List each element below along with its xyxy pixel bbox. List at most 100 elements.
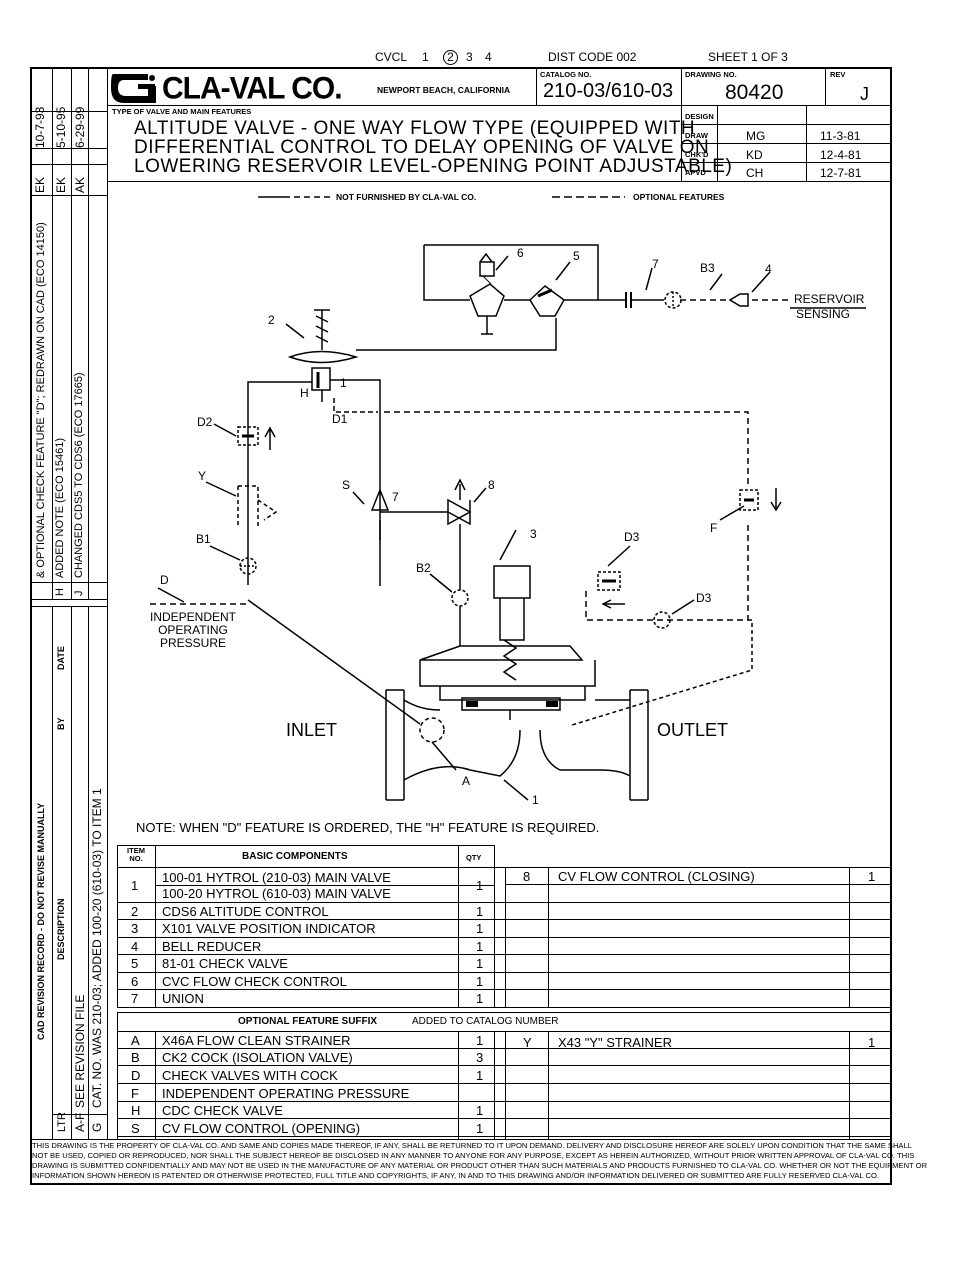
optional-row-suffix: S: [131, 1121, 140, 1136]
catalog-no: 210-03/610-03: [543, 80, 674, 102]
basic-row-qty: 1: [476, 991, 484, 1006]
flow-control-7-icon: [370, 487, 448, 540]
check-valve-d2-icon: [597, 571, 625, 609]
callout-h: F: [710, 521, 718, 535]
callout-b2: B2: [416, 561, 431, 575]
callout-d2: D3: [624, 530, 640, 544]
check-valve-5-icon: [529, 285, 565, 317]
basic-col-components: BASIC COMPONENTS: [242, 851, 348, 862]
cvcl-opt-4: 4: [485, 50, 492, 64]
callout-8: 8: [488, 478, 495, 492]
flow-check-control-6-icon: [469, 252, 505, 335]
callout-b3: B3: [700, 261, 715, 275]
independent-pressure-label: INDEPENDENT OPERATING PRESSURE: [149, 610, 236, 650]
disclaimer-line-3: DRAWING IS SUBMITTED CONFIDENTIALLY AND …: [32, 1161, 928, 1170]
basic-row-desc: 100-01 HYTROL (210-03) MAIN VALVE: [162, 870, 391, 885]
approval-chk-by: KD: [746, 148, 763, 162]
approval-chk-label: CHK'D: [685, 150, 709, 159]
callout-4: 4: [765, 262, 772, 276]
basic-row-item: 6: [131, 974, 139, 989]
basic-row-qty: 1: [476, 939, 484, 954]
optional-row-suffix: F: [131, 1086, 139, 1101]
callout-5: 5: [573, 249, 580, 263]
basic-right-qty: 1: [868, 869, 876, 884]
note-text: NOTE: WHEN "D" FEATURE IS ORDERED, THE "…: [136, 820, 600, 835]
callout-f: D: [160, 573, 169, 587]
title-line-1: ALTITUDE VALVE - ONE WAY FLOW TYPE (EQUI…: [134, 118, 696, 139]
approval-draw-date: 11-3-81: [820, 129, 861, 143]
cvcl-label: CVCL: [375, 50, 408, 64]
disclaimer-line-1: THIS DRAWING IS THE PROPERTY OF CLA-VAL …: [32, 1141, 912, 1150]
title-line-3: LOWERING RESERVOIR LEVEL-OPENING POINT A…: [134, 156, 733, 177]
rev-label: REV: [830, 70, 846, 79]
optional-row-desc: CV FLOW CONTROL (OPENING): [162, 1121, 361, 1136]
optional-row-suffix: D: [131, 1068, 141, 1083]
flow-control-8-icon: [447, 478, 472, 590]
basic-row-desc: CVC FLOW CHECK CONTROL: [162, 974, 347, 989]
outlet-label: OUTLET: [657, 720, 729, 740]
sensing-label: SENSING: [796, 307, 851, 321]
optional-row-desc: X46A FLOW CLEAN STRAINER: [162, 1033, 351, 1048]
basic-row-desc: X101 VALVE POSITION INDICATOR: [162, 921, 376, 936]
drawing-border: [30, 67, 892, 1185]
basic-row-item: 7: [131, 991, 139, 1006]
callout-a: A: [462, 774, 471, 788]
callout-2: 2: [268, 313, 275, 327]
callout-7: 7: [652, 257, 659, 271]
rev-letter: J: [860, 84, 869, 104]
disclaimer-line-4: INFORMATION SHOWN HEREON IS PATENTED OR …: [32, 1171, 879, 1180]
strainer-a-icon: [419, 717, 445, 743]
optional-right-desc: X43 "Y" STRAINER: [558, 1035, 672, 1050]
basic-row-qty: 1: [476, 974, 484, 989]
approval-apvd-label: APVD: [685, 168, 706, 177]
basic-row-item: 4: [131, 939, 139, 954]
main-valve-body-icon: [385, 565, 649, 801]
disclaimer-line-2: NOT BE USED, COPIED OR REPRODUCED, NOR S…: [32, 1151, 915, 1160]
callout-s-mid: S: [342, 478, 351, 492]
title-line-2: DIFFERENTIAL CONTROL TO DELAY OPENING OF…: [134, 137, 710, 158]
callout-y: Y: [198, 469, 207, 483]
callout-3: 3: [530, 527, 537, 541]
optional-row-suffix: B: [131, 1050, 140, 1065]
basic-row-item: 3: [131, 921, 139, 936]
approval-draw-by: MG: [746, 129, 766, 143]
basic-right-desc: CV FLOW CONTROL (CLOSING): [558, 869, 755, 884]
y-strainer-icon: [237, 485, 278, 528]
optional-row-suffix: A: [131, 1033, 140, 1048]
valve-type-label: TYPE OF VALVE AND MAIN FEATURES: [112, 107, 252, 116]
basic-row-item: 5: [131, 956, 139, 971]
basic-right-item: 8: [523, 869, 531, 884]
optional-row-suffix: H: [131, 1103, 141, 1118]
dist-code: DIST CODE 002: [548, 50, 637, 64]
cock-b3-icon: [664, 291, 682, 309]
optional-row-qty: 1: [476, 1033, 484, 1048]
altitude-control-2-icon: [287, 309, 359, 402]
callout-7b: 7: [392, 490, 399, 504]
callout-6: 6: [517, 246, 524, 260]
callout-1-main: 1: [532, 793, 539, 807]
cock-d3-icon: [653, 611, 671, 629]
company-name: CLA-VAL CO.: [162, 71, 343, 106]
optional-row-desc: CK2 COCK (ISOLATION VALVE): [162, 1050, 353, 1065]
optional-row-qty: 1: [476, 1121, 484, 1136]
optional-right-qty: 1: [868, 1035, 876, 1050]
optional-row-qty: 1: [476, 1068, 484, 1083]
legend-optional: OPTIONAL FEATURES: [633, 192, 725, 202]
drawing-no: 80420: [725, 81, 784, 104]
reservoir-label: RESERVOIR: [794, 292, 865, 306]
legend-not-furnished: NOT FURNISHED BY CLA-VAL CO.: [336, 192, 477, 202]
approval-draw-label: DRAW: [685, 131, 708, 140]
optional-header-2: ADDED TO CATALOG NUMBER: [412, 1016, 559, 1027]
optional-row-qty: 1: [476, 1103, 484, 1118]
optional-row-desc: CHECK VALVES WITH COCK: [162, 1068, 338, 1083]
callout-d: D1: [332, 412, 348, 426]
optional-row-desc: INDEPENDENT OPERATING PRESSURE: [162, 1086, 410, 1101]
cock-b2-icon: [451, 589, 469, 607]
basic-col-qty: QTY: [466, 853, 482, 862]
optional-row-qty: 3: [476, 1050, 484, 1065]
approval-design-label: DESIGN: [685, 112, 714, 121]
basic-row-qty: 1: [476, 956, 484, 971]
cock-b1-icon: [239, 557, 257, 575]
sheet-number: SHEET 1 OF 3: [708, 50, 788, 64]
cvcl-opt-1: 1: [422, 50, 429, 64]
